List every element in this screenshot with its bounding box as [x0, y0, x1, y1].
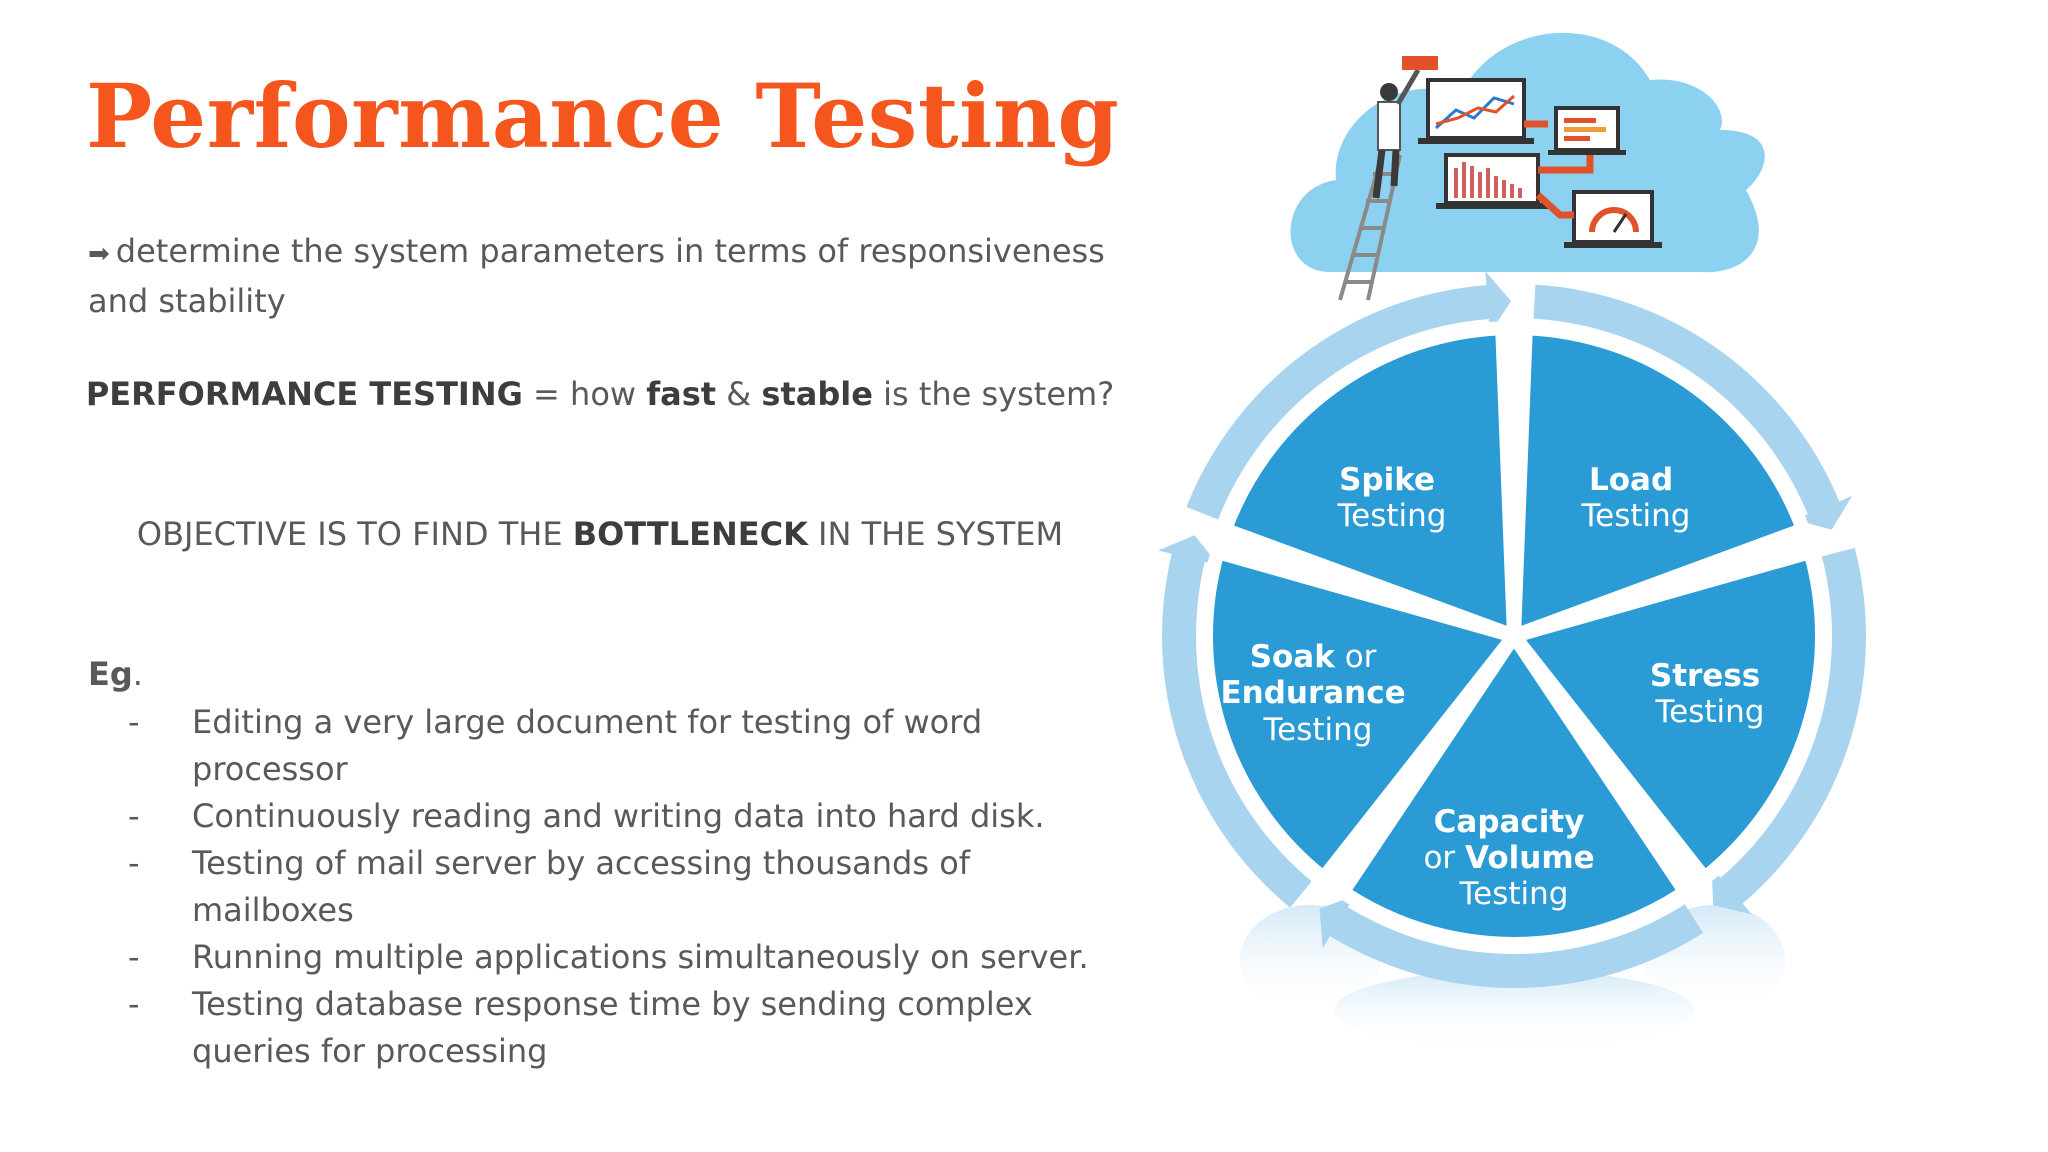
list-item: -Continuously reading and writing data i… — [128, 797, 1045, 835]
examples-list: -Editing a very large document for testi… — [128, 699, 1128, 1075]
segment-stress — [1507, 545, 1829, 886]
segment-label-stress: Stress Testing — [1650, 658, 1770, 730]
cycle-arrow-stress — [1711, 547, 1866, 915]
definition-term: PERFORMANCE TESTING — [85, 375, 523, 413]
testing-cycle-diagram: Spike Testing Load Testing Stress Testin… — [1158, 32, 1866, 1050]
list-item: -Running multiple applications simultane… — [128, 938, 1089, 976]
objective-after: IN THE SYSTEM — [807, 515, 1064, 553]
segment-capacity — [1335, 629, 1693, 951]
segment-labels: Spike Testing Load Testing Stress Testin… — [1220, 462, 1770, 912]
definition-stable: stable — [761, 375, 873, 413]
definition-eq: = how — [522, 375, 647, 413]
segment-label-load: Load Testing — [1581, 462, 1691, 534]
definition-fast: fast — [646, 375, 717, 413]
diagram-reflection — [1240, 905, 1785, 1050]
cycle-ring — [1158, 271, 1866, 988]
segment-spike — [1217, 321, 1521, 643]
intro-text: ➡determine the system parameters in term… — [88, 228, 1128, 325]
definition-line: PERFORMANCE TESTING = how fast & stable … — [0, 374, 1200, 414]
segment-label-spike: Spike Testing — [1337, 462, 1447, 534]
definition-amp: & — [716, 375, 762, 413]
intro-sentence: determine the system parameters in terms… — [88, 232, 1105, 320]
laptop-histogram-icon — [1436, 153, 1548, 209]
arrow-icon: ➡ — [88, 239, 110, 269]
laptop-gauge-icon — [1564, 190, 1662, 248]
laptop-line-chart-icon — [1418, 78, 1534, 144]
segment-soak — [1199, 545, 1521, 886]
cycle-arrow-capacity — [1319, 895, 1704, 988]
laptop-bar-chart-icon — [1548, 106, 1626, 155]
objective-before: OBJECTIVE IS TO FIND THE — [136, 515, 573, 553]
definition-rest: is the system? — [872, 375, 1115, 413]
cycle-arrow-soak — [1158, 535, 1312, 908]
cycle-segments — [1199, 321, 1829, 951]
objective-strong: BOTTLENECK — [572, 515, 808, 553]
person-icon — [1372, 56, 1438, 199]
segment-load — [1507, 321, 1811, 643]
pipe-connectors — [1524, 120, 1594, 219]
segment-label-soak: Soak or Endurance Testing — [1220, 639, 1415, 748]
cloud-illustration — [1290, 32, 1765, 301]
list-item: -Testing database response time by sendi… — [128, 985, 1033, 1070]
examples-label: Eg. — [88, 655, 143, 693]
list-item: -Testing of mail server by accessing tho… — [128, 844, 971, 929]
cloud-icon — [1290, 32, 1765, 273]
list-item: -Editing a very large document for testi… — [128, 703, 983, 788]
cycle-arrow-spike — [1186, 271, 1512, 520]
slide-title: Performance Testing — [86, 64, 1120, 168]
segment-label-capacity: Capacity or Volume Testing — [1423, 804, 1604, 912]
cycle-arrow-load — [1533, 284, 1853, 530]
objective-line: OBJECTIVE IS TO FIND THE BOTTLENECK IN T… — [0, 514, 1200, 554]
